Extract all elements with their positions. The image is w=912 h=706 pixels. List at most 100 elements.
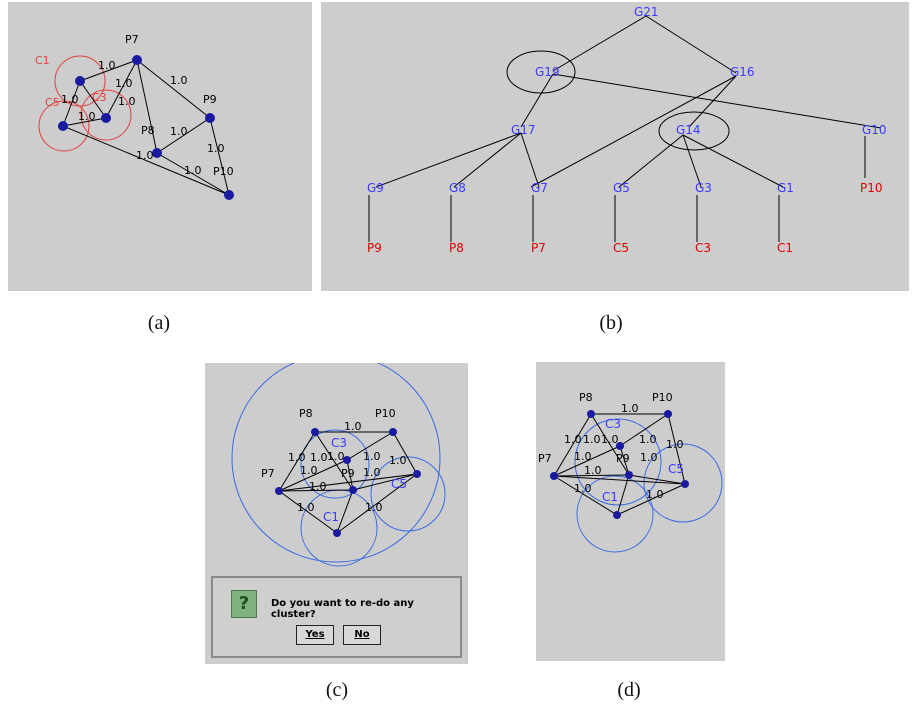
graph-a-canvas: P7 P9 P8 P10 C1 C5 C3 1.0 1.0 1.0 1.0 1.… xyxy=(35,33,234,200)
leaf-p7[interactable]: P7 xyxy=(531,241,546,255)
label-p9: P9 xyxy=(203,93,217,106)
node-c3[interactable] xyxy=(101,113,111,123)
node-p8[interactable] xyxy=(311,428,319,436)
leaf-c1[interactable]: C1 xyxy=(777,241,793,255)
node-p8[interactable] xyxy=(152,148,162,158)
tree-node-g17[interactable]: G17 xyxy=(511,123,536,137)
node-p9[interactable] xyxy=(205,113,215,123)
leaf-p9[interactable]: P9 xyxy=(367,241,382,255)
label-c1: C1 xyxy=(35,54,50,67)
weight-label: 1.0 xyxy=(115,77,133,90)
label-p8: P8 xyxy=(579,391,593,404)
tree-node-g1[interactable]: G1 xyxy=(777,181,794,195)
label-c5: C5 xyxy=(391,477,407,491)
weight-label: 1.0 xyxy=(365,501,383,514)
label-c1: C1 xyxy=(602,490,618,504)
tree-node-g7[interactable]: G7 xyxy=(531,181,548,195)
selected-cluster-g14[interactable] xyxy=(658,111,730,151)
yes-button[interactable]: Yes xyxy=(296,625,334,645)
edges-c xyxy=(278,431,418,534)
panel-a-graph: P7 P9 P8 P10 C1 C5 C3 1.0 1.0 1.0 1.0 1.… xyxy=(8,2,312,291)
weight-label: 1.0 xyxy=(98,59,116,72)
edges-a xyxy=(62,59,230,196)
cluster-circle-c1 xyxy=(54,55,106,107)
edge-weights-c: 1.0 1.0 1.0 1.0 1.0 1.0 1.0 1.0 1.0 1.0 … xyxy=(288,420,407,514)
confirm-dialog: ? Do you want to re-do any cluster? Yes … xyxy=(211,576,462,658)
node-p7[interactable] xyxy=(132,55,142,65)
node-p10[interactable] xyxy=(664,410,672,418)
tree-node-g3[interactable]: G3 xyxy=(695,181,712,195)
label-p10: P10 xyxy=(652,391,673,404)
tree-node-g14[interactable]: G14 xyxy=(676,123,701,137)
leaf-c3[interactable]: C3 xyxy=(695,241,711,255)
label-c3: C3 xyxy=(92,91,107,104)
edge-weights-a: 1.0 1.0 1.0 1.0 1.0 1.0 1.0 1.0 1.0 1.0 xyxy=(61,59,225,177)
weight-label: 1.0 xyxy=(207,142,225,155)
leaf-p10[interactable]: P10 xyxy=(860,181,883,195)
weight-label: 1.0 xyxy=(170,74,188,87)
weight-label: 1.0 xyxy=(310,451,328,464)
tree-edges xyxy=(368,15,882,242)
weight-label: 1.0 xyxy=(344,420,362,433)
weight-label: 1.0 xyxy=(621,402,639,415)
node-c1[interactable] xyxy=(333,529,341,537)
leaf-c5[interactable]: C5 xyxy=(613,241,629,255)
tree-node-g8[interactable]: G8 xyxy=(449,181,466,195)
label-p9: P9 xyxy=(341,467,355,480)
cluster-circle-c3 xyxy=(300,429,370,499)
label-p10: P10 xyxy=(213,165,234,178)
weight-label: 1.0 xyxy=(327,450,345,463)
panel-c-graph: P8 P10 P7 P9 C3 C1 C5 1.0 1.0 1.0 1.0 1.… xyxy=(205,363,468,664)
tree-node-g5[interactable]: G5 xyxy=(613,181,630,195)
weight-label: 1.0 xyxy=(363,466,381,479)
node-p10[interactable] xyxy=(389,428,397,436)
leaf-p8[interactable]: P8 xyxy=(449,241,464,255)
tree-node-g16[interactable]: G16 xyxy=(730,65,755,79)
cluster-circle-c5 xyxy=(643,443,723,523)
node-p7[interactable] xyxy=(275,487,283,495)
node-c3[interactable] xyxy=(616,442,624,450)
tree-node-g9[interactable]: G9 xyxy=(367,181,384,195)
tree-node-g10[interactable]: G10 xyxy=(862,123,887,137)
weight-label: 1.0 xyxy=(363,450,381,463)
label-p7: P7 xyxy=(125,33,139,46)
node-c5[interactable] xyxy=(413,470,421,478)
dialog-message: Do you want to re-do any cluster? xyxy=(271,598,414,620)
weight-label: 1.0 xyxy=(574,450,592,463)
node-c5[interactable] xyxy=(681,480,689,488)
panel-d-graph: P8 P10 P7 P9 C3 C1 C5 1.0 1.0 1.0 1.0 1.… xyxy=(536,362,725,661)
node-p7[interactable] xyxy=(550,472,558,480)
graph-c-canvas: P8 P10 P7 P9 C3 C1 C5 1.0 1.0 1.0 1.0 1.… xyxy=(231,363,446,567)
node-c3[interactable] xyxy=(343,456,351,464)
panel-b-dendrogram: G21 G19 G16 G17 G14 G10 G9 G8 G7 G5 G3 G… xyxy=(321,2,909,291)
cluster-circle-c3 xyxy=(574,418,662,506)
weight-label: 1.0 xyxy=(583,433,601,446)
node-p10[interactable] xyxy=(224,190,234,200)
node-p9[interactable] xyxy=(625,471,633,479)
weight-label: 1.0 xyxy=(118,95,136,108)
weight-label: 1.0 xyxy=(574,482,592,495)
node-c5[interactable] xyxy=(58,121,68,131)
tree-node-g21[interactable]: G21 xyxy=(634,5,659,19)
weight-label: 1.0 xyxy=(584,464,602,477)
caption-b: (b) xyxy=(599,312,623,334)
weight-label: 1.0 xyxy=(601,433,619,446)
node-c1[interactable] xyxy=(613,511,621,519)
selected-cluster-g19[interactable] xyxy=(506,50,576,94)
weight-label: 1.0 xyxy=(288,451,306,464)
caption-c: (c) xyxy=(325,679,349,701)
weight-label: 1.0 xyxy=(61,93,79,106)
no-button[interactable]: No xyxy=(343,625,381,645)
node-p9[interactable] xyxy=(349,486,357,494)
cluster-circle-c3 xyxy=(80,89,132,141)
label-c5: C5 xyxy=(45,96,60,109)
label-p7: P7 xyxy=(261,467,275,480)
label-p8: P8 xyxy=(299,407,313,420)
label-p10: P10 xyxy=(375,407,396,420)
weight-label: 1.0 xyxy=(184,164,202,177)
tree-node-g19[interactable]: G19 xyxy=(535,65,560,79)
node-p8[interactable] xyxy=(587,410,595,418)
node-c1[interactable] xyxy=(75,76,85,86)
weight-label: 1.0 xyxy=(297,501,315,514)
label-p9: P9 xyxy=(616,452,630,465)
